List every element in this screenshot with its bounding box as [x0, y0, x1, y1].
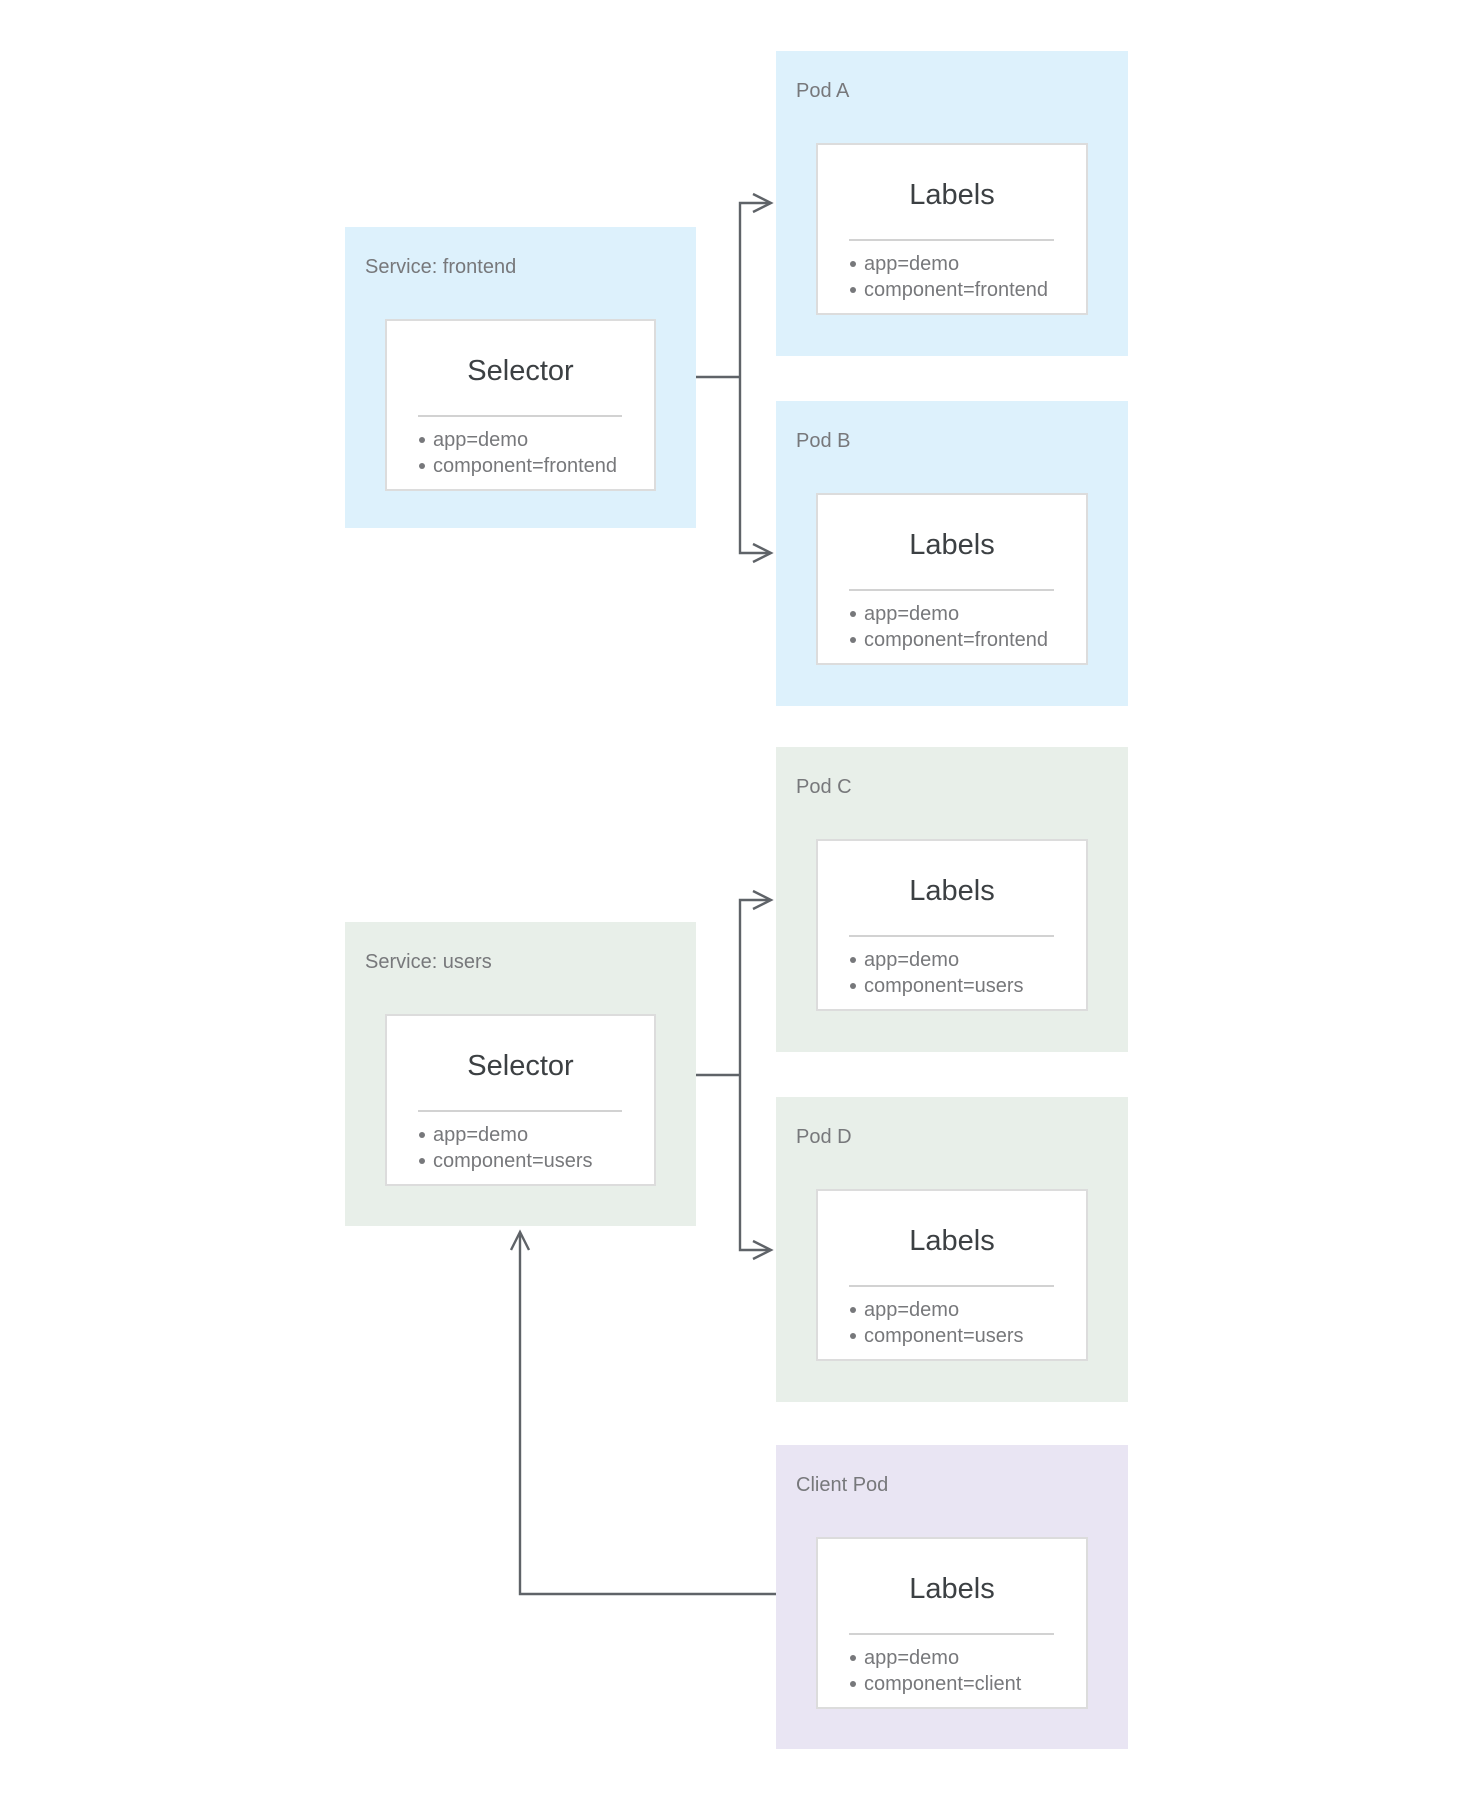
- users-service-to-pods-arrows: [696, 889, 774, 1261]
- pod-c-labels-box: Labels app=demo component=users: [816, 839, 1088, 1011]
- divider: [849, 239, 1054, 241]
- label-item: app=demo: [850, 1297, 1078, 1323]
- pod-c-title: Pod C: [796, 776, 852, 798]
- arrow-head-users-service-icon: [509, 1229, 531, 1251]
- label-item: component=users: [850, 973, 1078, 999]
- divider: [849, 935, 1054, 937]
- client-pod-card: Client Pod Labels app=demo component=cli…: [776, 1445, 1128, 1749]
- service-frontend-selector-box: Selector app=demo component=frontend: [385, 319, 656, 491]
- divider: [849, 589, 1054, 591]
- pod-b-card: Pod B Labels app=demo component=frontend: [776, 401, 1128, 706]
- label-item: component=frontend: [850, 277, 1078, 303]
- service-users-card: Service: users Selector app=demo compone…: [345, 922, 696, 1226]
- label-item: app=demo: [850, 947, 1078, 973]
- divider: [849, 1285, 1054, 1287]
- labels-heading: Labels: [909, 529, 995, 561]
- labels-heading: Labels: [909, 179, 995, 211]
- selector-item: component=users: [419, 1148, 646, 1174]
- selector-items: app=demo component=frontend: [419, 427, 646, 479]
- users-to-pod-d-elbow: [738, 1075, 770, 1252]
- label-item: component=frontend: [850, 627, 1078, 653]
- label-item: app=demo: [850, 1645, 1078, 1671]
- service-users-selector-box: Selector app=demo component=users: [385, 1014, 656, 1186]
- label-items: app=demo component=frontend: [850, 251, 1078, 303]
- labels-heading: Labels: [909, 1225, 995, 1257]
- service-frontend-title: Service: frontend: [365, 256, 517, 278]
- label-item: app=demo: [850, 601, 1078, 627]
- arrow-head-pod-a-icon: [752, 192, 774, 214]
- divider: [418, 415, 622, 417]
- pod-a-card: Pod A Labels app=demo component=frontend: [776, 51, 1128, 356]
- selector-item: component=frontend: [419, 453, 646, 479]
- users-to-pod-c-elbow: [738, 898, 770, 1075]
- selector-item: app=demo: [419, 427, 646, 453]
- frontend-to-pod-a-elbow: [738, 201, 770, 377]
- label-item: component=client: [850, 1671, 1078, 1697]
- client-pod-to-users-service-arrow: [509, 1229, 776, 1596]
- pod-b-title: Pod B: [796, 430, 851, 452]
- divider: [418, 1110, 622, 1112]
- selector-items: app=demo component=users: [419, 1122, 646, 1174]
- client-pod-title: Client Pod: [796, 1474, 889, 1496]
- label-items: app=demo component=users: [850, 1297, 1078, 1349]
- selector-item: app=demo: [419, 1122, 646, 1148]
- arrow-head-pod-d-icon: [752, 1239, 774, 1261]
- client-to-users-elbow: [518, 1234, 776, 1596]
- pod-a-title: Pod A: [796, 80, 850, 102]
- client-pod-labels-box: Labels app=demo component=client: [816, 1537, 1088, 1709]
- label-item: app=demo: [850, 251, 1078, 277]
- label-item: component=users: [850, 1323, 1078, 1349]
- frontend-service-to-pods-arrows: [696, 192, 774, 564]
- labels-heading: Labels: [909, 875, 995, 907]
- service-frontend-card: Service: frontend Selector app=demo comp…: [345, 227, 696, 528]
- selector-heading: Selector: [467, 355, 574, 387]
- label-items: app=demo component=frontend: [850, 601, 1078, 653]
- pod-d-title: Pod D: [796, 1126, 852, 1148]
- pod-c-card: Pod C Labels app=demo component=users: [776, 747, 1128, 1052]
- service-users-title: Service: users: [365, 951, 492, 973]
- pod-a-labels-box: Labels app=demo component=frontend: [816, 143, 1088, 315]
- label-items: app=demo component=client: [850, 1645, 1078, 1697]
- label-items: app=demo component=users: [850, 947, 1078, 999]
- pod-b-labels-box: Labels app=demo component=frontend: [816, 493, 1088, 665]
- divider: [849, 1633, 1054, 1635]
- frontend-to-pod-b-elbow: [738, 377, 770, 555]
- pod-d-labels-box: Labels app=demo component=users: [816, 1189, 1088, 1361]
- pod-d-card: Pod D Labels app=demo component=users: [776, 1097, 1128, 1402]
- labels-heading: Labels: [909, 1573, 995, 1605]
- arrow-head-pod-b-icon: [752, 542, 774, 564]
- arrow-head-pod-c-icon: [752, 889, 774, 911]
- selector-heading: Selector: [467, 1050, 574, 1082]
